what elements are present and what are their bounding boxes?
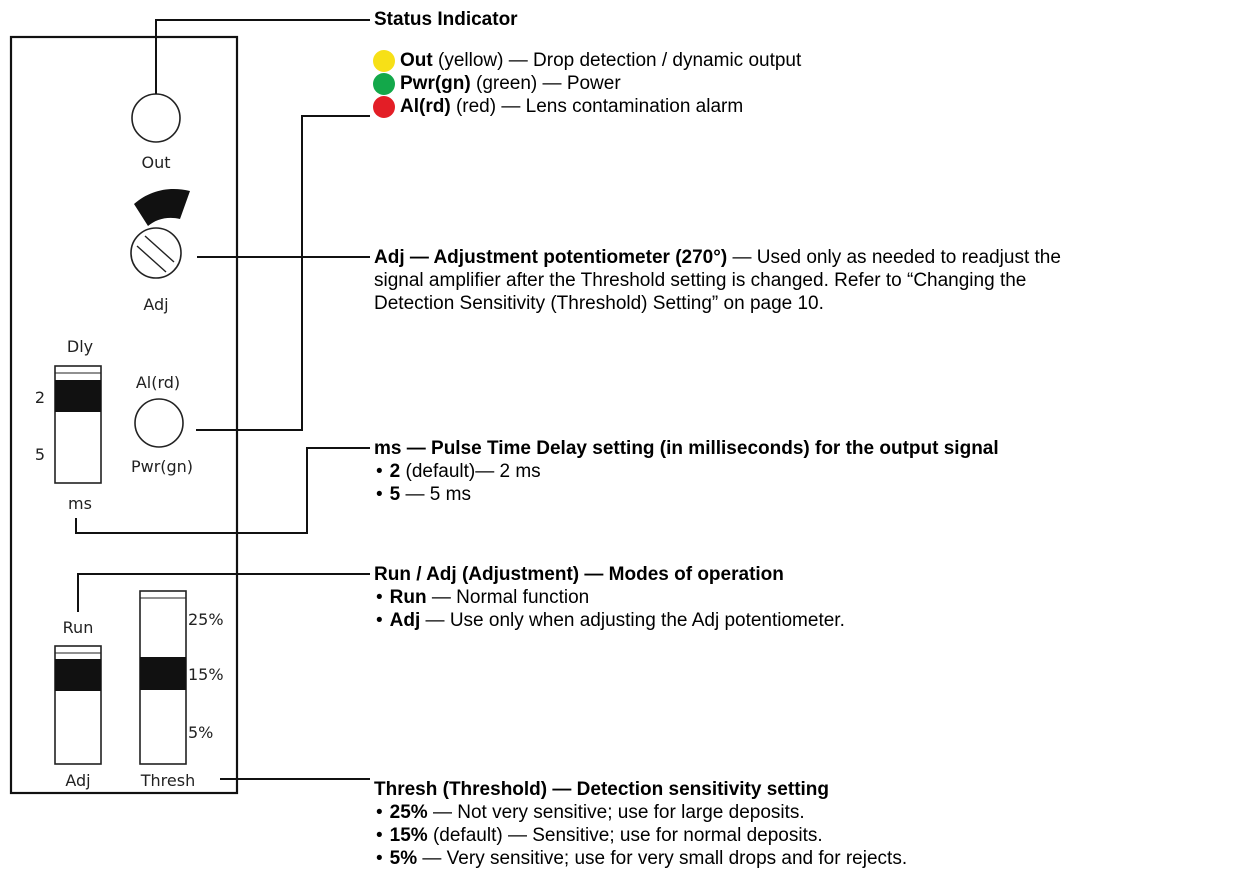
leader-al-pwr	[196, 115, 370, 431]
thresh-item-25-desc: — Not very sensitive; use for large depo…	[432, 802, 805, 823]
thresh-item-25: 25% — Not very sensitive; use for large …	[374, 801, 907, 824]
pot-slot-1	[136, 245, 167, 273]
status-pwr-label: Pwr(gn)	[400, 73, 471, 94]
status-pwr-color: (green)	[476, 73, 538, 94]
dly-label: Dly	[67, 337, 93, 356]
ms-label: ms	[68, 494, 92, 513]
status-pwr-row: Pwr(gn) (green) — Power	[373, 72, 801, 95]
ms-item-2: 2 (default)— 2 ms	[374, 460, 999, 483]
status-al-color: (red)	[455, 96, 497, 117]
run-adj-switch-slider	[55, 659, 101, 691]
al-pwr-indicator	[134, 398, 184, 448]
thresh-item-5-desc: — Very sensitive; use for very small dro…	[422, 848, 908, 869]
dly-switch-slider	[55, 380, 101, 412]
status-pwr-desc: Power	[566, 73, 621, 94]
thresh-callout: Thresh (Threshold) — Detection sensitivi…	[374, 778, 907, 870]
pot-range-arc	[134, 188, 190, 226]
thresh-switch-slider	[140, 657, 186, 690]
out-label: Out	[141, 153, 170, 172]
thresh-item-25-label: 25%	[389, 802, 428, 823]
yellow-dot-icon	[373, 49, 395, 72]
status-callout: Status Indicator Out (yellow) — Drop det…	[373, 8, 802, 118]
thresh-item-15-desc: — Sensitive; use for normal deposits.	[507, 825, 823, 846]
thresh-25-label: 25%	[188, 610, 224, 629]
status-out-color: (yellow)	[438, 50, 504, 71]
run-label: Run	[63, 618, 94, 637]
green-dot-icon	[373, 72, 395, 95]
thresh-item-5-label: 5%	[389, 848, 418, 869]
adj-pot-label: Adj	[143, 295, 168, 314]
status-al-desc: Lens contamination alarm	[525, 96, 744, 117]
status-al-label: Al(rd)	[400, 96, 451, 117]
status-out-label: Out	[400, 50, 433, 71]
thresh-item-15: 15% (default) — Sensitive; use for norma…	[374, 824, 907, 847]
pwr-label: Pwr(gn)	[131, 457, 193, 476]
ms-item-5-desc: — 5 ms	[405, 484, 471, 505]
leader-run	[77, 573, 370, 612]
ms-item-2-desc: — 2 ms	[475, 461, 541, 482]
adj-line1: — Used only as needed to readjust the	[732, 247, 1061, 268]
pot-slot-2	[144, 235, 175, 263]
ms-item-5: 5 — 5 ms	[374, 483, 999, 506]
ms-item-2-value: 2	[389, 461, 401, 482]
run-item-run: Run — Normal function	[374, 586, 845, 609]
adj-line3: Detection Sensitivity (Threshold) Settin…	[374, 293, 824, 314]
thresh-item-15-note: (default)	[432, 825, 503, 846]
run-item-run-label: Run	[389, 587, 427, 608]
thresh-item-15-label: 15%	[389, 825, 428, 846]
leader-ms	[75, 447, 370, 534]
ms-item-5-value: 5	[389, 484, 401, 505]
red-dot-icon	[373, 95, 395, 118]
status-out-row: Out (yellow) — Drop detection / dynamic …	[373, 49, 802, 72]
ms-item-2-note: (default)	[405, 461, 476, 482]
al-label: Al(rd)	[136, 373, 180, 392]
ms-callout: ms — Pulse Time Delay setting (in millis…	[374, 437, 999, 506]
run-item-run-desc: — Normal function	[431, 587, 590, 608]
adj-line2: signal amplifier after the Threshold set…	[374, 270, 1027, 291]
thresh-label: Thresh	[140, 771, 195, 790]
status-al-row: Al(rd) (red) — Lens contamination alarm	[373, 95, 801, 118]
thresh-15-label: 15%	[188, 665, 224, 684]
thresh-item-5: 5% — Very sensitive; use for very small …	[374, 847, 907, 870]
panel-frame	[9, 35, 239, 795]
ms-title: ms — Pulse Time Delay setting (in millis…	[374, 438, 999, 459]
thresh-5-label: 5%	[188, 723, 213, 742]
dly-opt-2: 2	[35, 388, 45, 407]
adj-title: Adj — Adjustment potentiometer (270°)	[374, 247, 728, 268]
status-title: Status Indicator	[374, 9, 518, 30]
run-item-adj: Adj — Use only when adjusting the Adj po…	[374, 609, 845, 632]
run-item-adj-label: Adj	[389, 610, 421, 631]
adj-potentiometer	[130, 227, 182, 279]
dly-opt-5: 5	[35, 445, 45, 464]
thresh-title: Thresh (Threshold) — Detection sensitivi…	[374, 779, 830, 800]
out-indicator	[131, 93, 181, 143]
adj-switch-label: Adj	[65, 771, 90, 790]
run-item-adj-desc: — Use only when adjusting the Adj potent…	[425, 610, 845, 631]
leader-status	[155, 19, 370, 94]
run-title: Run / Adj (Adjustment) — Modes of operat…	[374, 564, 784, 585]
status-out-desc: Drop detection / dynamic output	[533, 50, 802, 71]
run-callout: Run / Adj (Adjustment) — Modes of operat…	[374, 563, 845, 632]
adj-callout: Adj — Adjustment potentiometer (270°) — …	[374, 246, 1061, 315]
